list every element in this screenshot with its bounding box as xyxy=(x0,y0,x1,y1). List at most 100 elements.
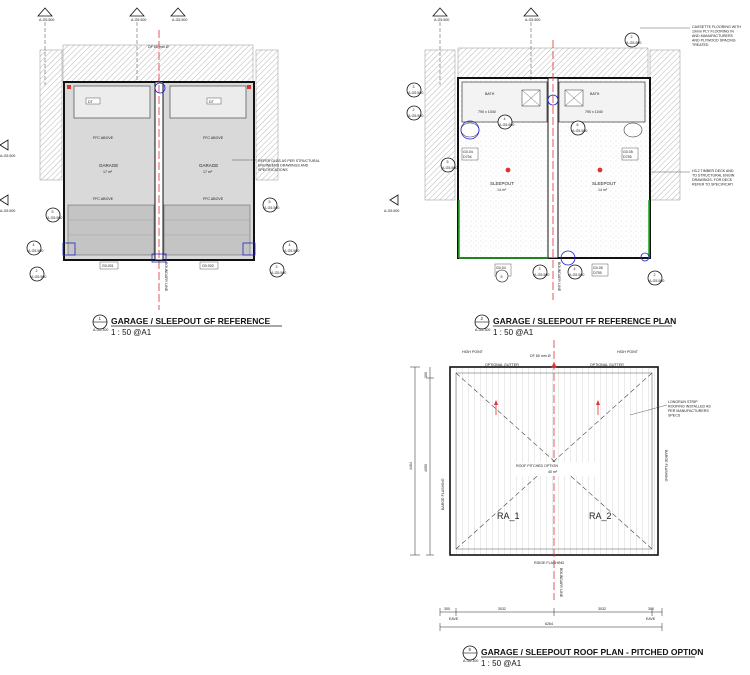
df-label: DF 65 mm Ø xyxy=(148,45,169,49)
svg-text:A-G5.500: A-G5.500 xyxy=(499,123,514,127)
section-marker-ff-top-right[interactable]: 2 A-G5.500 xyxy=(624,32,641,48)
view-title-text: GARAGE / SLEEPOUT GF REFERENCE xyxy=(111,316,270,326)
section-marker-gf-left-lower[interactable]: A-G5.500 xyxy=(0,194,15,213)
svg-text:A-G5.500: A-G5.500 xyxy=(284,249,299,253)
toilet-icon xyxy=(623,122,643,138)
svg-text:A-G5.300: A-G5.300 xyxy=(475,328,490,332)
section-ref: A-G5.500 xyxy=(39,18,54,22)
high-point-label: HIGH POINT xyxy=(617,350,639,354)
section-marker-ff-left-mid[interactable]: 5 A-G5.500 xyxy=(440,157,457,173)
neighbour-hatch-right xyxy=(255,49,279,181)
section-marker-ff-left-upper[interactable]: 3 A-G5.500 xyxy=(406,82,423,98)
section-marker-ff-bottom-left[interactable]: 3 A-G5.500 xyxy=(532,264,549,280)
svg-text:A-G5.500: A-G5.500 xyxy=(525,18,540,22)
ffc-above-label: FFC ABOVE xyxy=(203,197,224,201)
detail-marker[interactable] xyxy=(151,253,167,263)
svg-text:300: 300 xyxy=(648,607,654,611)
svg-text:3: 3 xyxy=(539,267,541,271)
ff-plan: A-G5.500 A-G5.500 2 A-G5.500 BAT xyxy=(384,7,742,337)
svg-text:A-G5.500: A-G5.500 xyxy=(271,271,286,275)
section-marker-ff-bottom-left2[interactable]: 5 xyxy=(495,269,509,283)
svg-text:A-G5.500: A-G5.500 xyxy=(649,279,664,283)
svg-text:6: 6 xyxy=(577,123,579,127)
svg-text:G0.04: G0.04 xyxy=(463,150,473,154)
downpipe-icon xyxy=(505,167,511,173)
section-marker-ff-mid-right[interactable]: 6 A-G5.500 xyxy=(570,120,587,136)
detail-marker[interactable] xyxy=(154,82,166,94)
gutter-label: OPTIONAL GUTTER xyxy=(590,363,624,367)
view-title-1: 1 A-G5.300 GARAGE / SLEEPOUT GF REFERENC… xyxy=(92,314,282,337)
svg-text:EAVE: EAVE xyxy=(449,617,459,621)
gf-plan: A-G5.500 A-G5.500 A-G5.500 xyxy=(0,7,320,337)
svg-text:1: 1 xyxy=(99,316,102,321)
section-marker-gf-bottom-right2[interactable]: 3 A-G5.500 xyxy=(269,262,286,278)
svg-text:G0.05: G0.05 xyxy=(623,150,633,154)
svg-text:A-G5.500: A-G5.500 xyxy=(572,129,587,133)
section-marker-ff-bottom-right[interactable]: 2 A-G5.500 xyxy=(647,270,664,286)
svg-text:2: 2 xyxy=(631,35,633,39)
section-marker-gf-left-mid[interactable]: 5 A-G5.500 xyxy=(45,207,62,223)
svg-text:D755: D755 xyxy=(623,155,632,159)
section-marker-gf-bottom-right[interactable]: 4 A-G5.500 xyxy=(282,240,299,256)
ridge-flashing-label: RIDGE FLASHING xyxy=(534,561,565,565)
detail-marker[interactable] xyxy=(547,94,559,106)
svg-text:5: 5 xyxy=(501,275,503,279)
svg-text:2: 2 xyxy=(36,269,38,273)
svg-text:5: 5 xyxy=(269,200,271,204)
svg-text:2: 2 xyxy=(413,108,415,112)
svg-text:A-G5.500: A-G5.500 xyxy=(0,209,15,213)
svg-text:A-G5.300: A-G5.300 xyxy=(93,328,108,332)
ffc-above-label: FFC ABOVE xyxy=(93,197,114,201)
detail-marker[interactable] xyxy=(62,242,76,256)
note-cassette-flooring: CASSETTE FLOORING WITH 19mm PLY FLOORING… xyxy=(692,25,742,47)
svg-text:A-G5.500: A-G5.500 xyxy=(28,249,43,253)
section-marker-gf-bottom-left[interactable]: 4 A-G5.500 xyxy=(26,240,43,256)
svg-text:A-G5.500: A-G5.500 xyxy=(408,114,423,118)
svg-text:6: 6 xyxy=(469,647,472,652)
svg-text:EAVE: EAVE xyxy=(646,617,656,621)
roof-area-label-1: RA_1 xyxy=(497,511,520,521)
detail-marker[interactable] xyxy=(640,252,650,262)
roof-option-label: ROOF PITCHED OPTION xyxy=(516,464,558,468)
room-area: 14 m² xyxy=(598,188,608,192)
svg-text:2: 2 xyxy=(481,316,484,321)
section-marker-gf-top-right[interactable]: A-G5.500 xyxy=(170,7,187,22)
bath-dim: 790 x 1040 xyxy=(585,110,603,114)
tag-dt: DT xyxy=(88,100,94,104)
df-label: DF 65 mm Ø xyxy=(530,354,551,358)
section-marker-gf-right-mid[interactable]: 5 A-G5.500 xyxy=(262,197,279,213)
svg-text:3032: 3032 xyxy=(498,607,506,611)
section-marker-ff-left[interactable]: A-G5.500 xyxy=(384,194,399,213)
svg-text:3032: 3032 xyxy=(598,607,606,611)
svg-text:A-G5.500: A-G5.500 xyxy=(0,154,15,158)
svg-text:D755: D755 xyxy=(593,271,602,275)
room-label-garage-2: GARAGE xyxy=(199,163,218,168)
svg-text:5: 5 xyxy=(447,160,449,164)
svg-text:G0.04: G0.04 xyxy=(496,266,506,270)
section-marker-gf-left[interactable]: A-G5.500 xyxy=(0,139,15,158)
roofing-note: LONGRUN STRIP ROOFING INSTALLED AS PER M… xyxy=(668,400,712,418)
svg-text:3: 3 xyxy=(413,85,415,89)
svg-text:G0.05: G0.05 xyxy=(593,266,603,270)
detail-marker[interactable] xyxy=(242,242,256,256)
barge-flashing-left: BARGE FLASHING xyxy=(441,478,445,510)
neighbour-hatch-left xyxy=(39,49,63,181)
note-timber-deck: H3.2 TIMBER DECK AND TO STRUCTURAL ENGIN… xyxy=(692,169,735,187)
section-marker-ff-bottom-mid[interactable]: 4 A-G5.500 xyxy=(567,264,584,280)
detail-marker[interactable] xyxy=(560,250,576,266)
section-marker-ff-left-low[interactable]: 2 A-G5.500 xyxy=(406,105,423,121)
bath-label: BATH xyxy=(485,92,495,96)
room-area: 17 m² xyxy=(103,170,113,174)
bath-label: BATH xyxy=(590,92,600,96)
svg-text:A-G5.300: A-G5.300 xyxy=(463,659,478,663)
section-marker-ff-mid-upper[interactable]: 4 A-G5.500 xyxy=(497,114,514,130)
svg-text:4: 4 xyxy=(289,243,291,247)
detail-marker[interactable] xyxy=(460,120,480,140)
downpipe-icon xyxy=(67,85,71,89)
svg-text:A-G5.500: A-G5.500 xyxy=(384,209,399,213)
svg-text:D754: D754 xyxy=(463,155,472,159)
svg-text:300: 300 xyxy=(424,372,428,378)
room-label-garage-1: GARAGE xyxy=(99,163,118,168)
section-marker-gf-bottom-left2[interactable]: 2 A-G5.500 xyxy=(29,266,46,282)
barge-flashing-right: BARGE FLASHING xyxy=(664,450,668,482)
